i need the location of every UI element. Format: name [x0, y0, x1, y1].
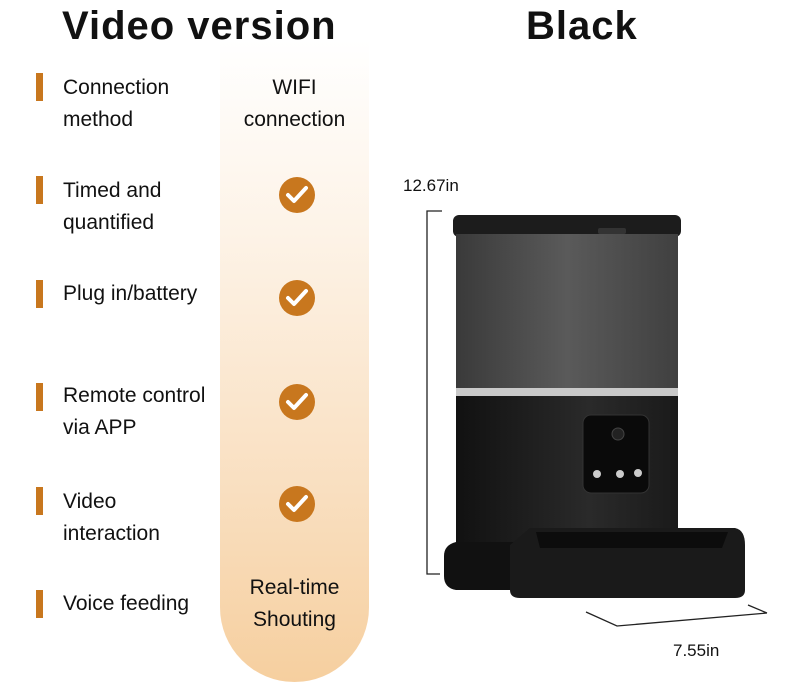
row-label-plug: Plug in/battery	[63, 282, 198, 305]
row-marker	[36, 73, 43, 101]
check-icon	[279, 177, 315, 213]
color-title: Black	[526, 4, 638, 48]
check-icon	[279, 280, 315, 316]
height-dimension: 12.67in	[403, 176, 459, 195]
row-marker	[36, 383, 43, 411]
width-dimension: 7.55in	[673, 641, 720, 660]
highlight-column	[220, 40, 369, 682]
video-version-title: Video version	[62, 4, 337, 48]
row-marker	[36, 176, 43, 204]
row-marker	[36, 487, 43, 515]
check-icon	[279, 384, 315, 420]
check-icon	[279, 486, 315, 522]
row-label-voice: Voice feeding	[63, 592, 190, 615]
row-marker	[36, 280, 43, 308]
row-marker	[36, 590, 43, 618]
